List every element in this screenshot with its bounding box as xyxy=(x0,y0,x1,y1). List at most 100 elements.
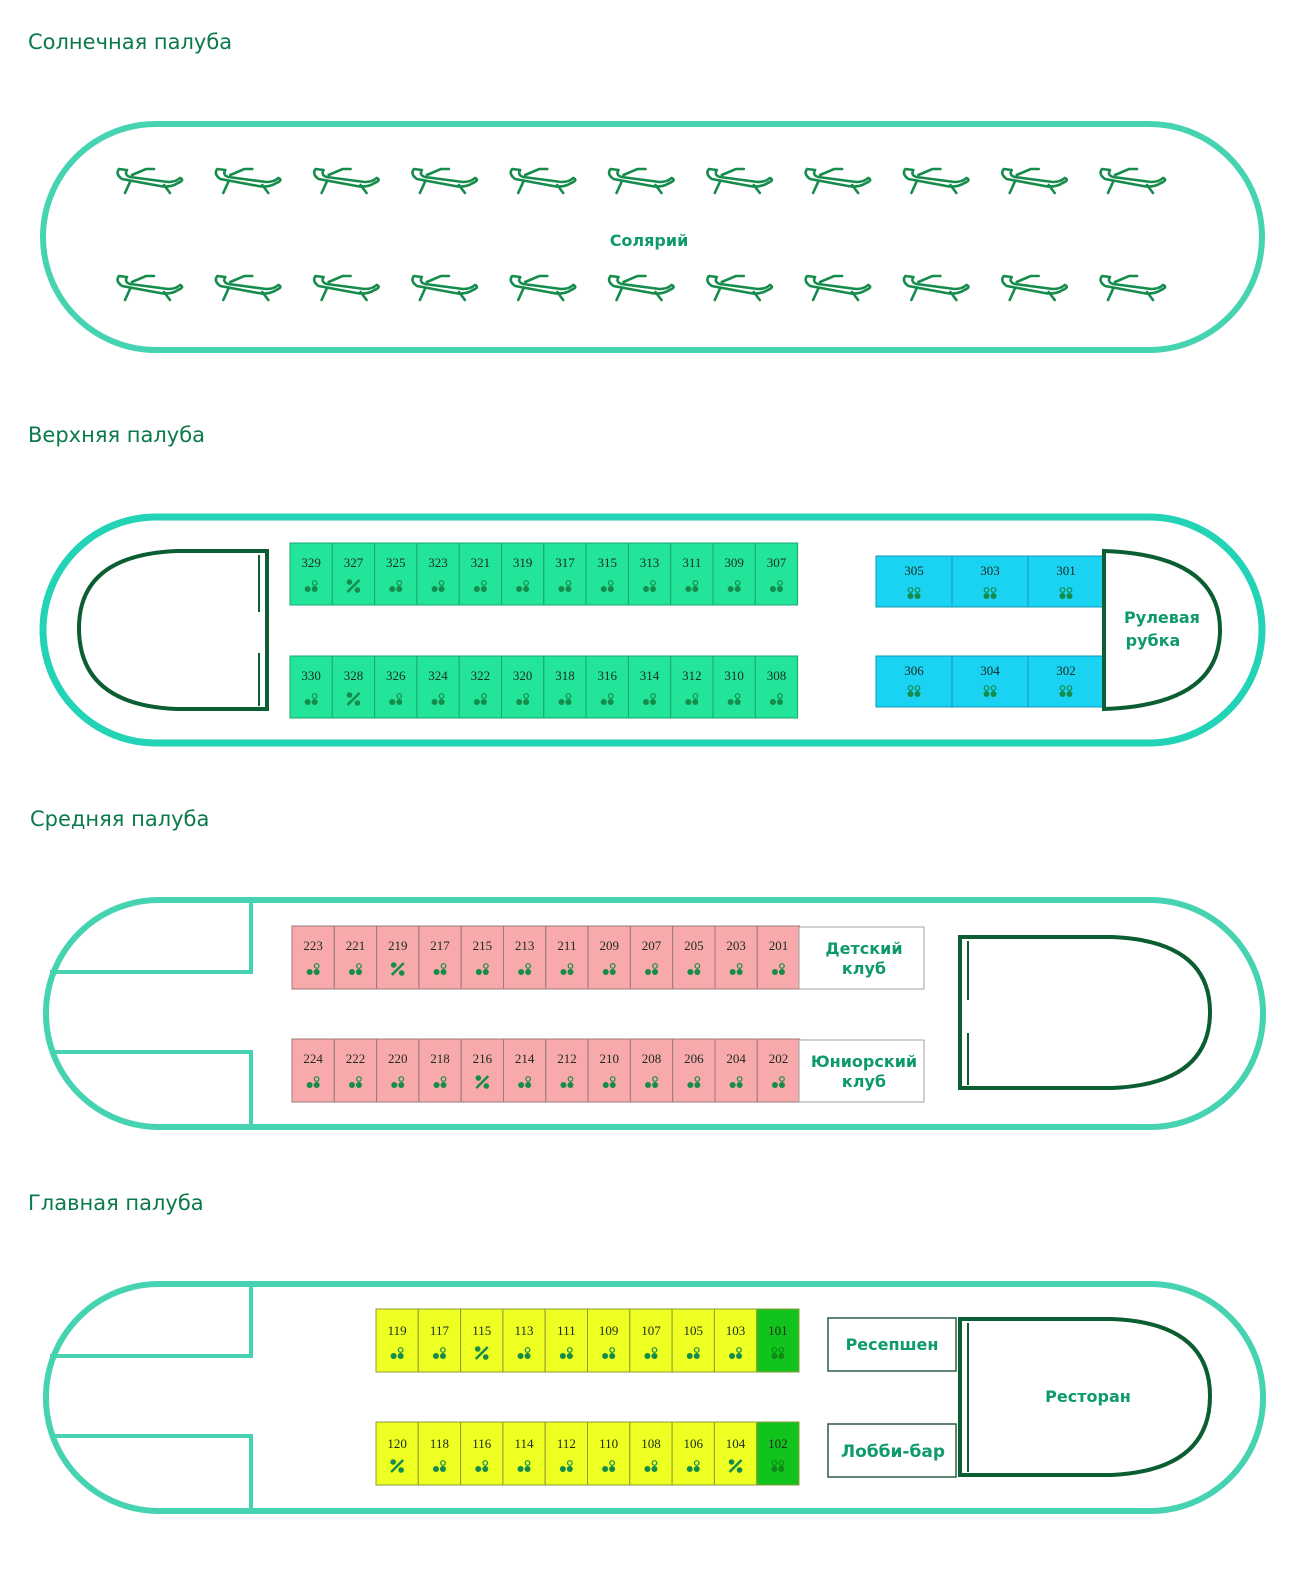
kids-club-room[interactable] xyxy=(798,926,925,990)
cabin-216[interactable]: 216 xyxy=(460,1038,505,1103)
cabin-201[interactable]: 201 xyxy=(756,925,801,990)
cabin-cell[interactable] xyxy=(627,542,672,606)
restaurant-room[interactable] xyxy=(958,1317,1213,1477)
cabin-cell[interactable] xyxy=(712,542,756,606)
cabin-cell[interactable] xyxy=(756,1421,800,1486)
cabin-cell[interactable] xyxy=(502,1421,546,1486)
cabin-cell[interactable] xyxy=(333,1038,378,1103)
cabin-118[interactable]: 118 xyxy=(417,1421,462,1486)
cabin-209[interactable]: 209 xyxy=(587,925,631,990)
cabin-cell[interactable] xyxy=(629,1308,673,1373)
cabin-cell[interactable] xyxy=(543,655,587,719)
cabin-cell[interactable] xyxy=(754,542,799,606)
cabin-cell[interactable] xyxy=(627,655,672,719)
cabin-cell[interactable] xyxy=(460,1421,504,1486)
cabin-cell[interactable] xyxy=(587,1308,631,1373)
cabin-105[interactable]: 105 xyxy=(671,1308,715,1373)
cabin-cell[interactable] xyxy=(374,655,418,719)
cabin-117[interactable]: 117 xyxy=(417,1308,462,1373)
cabin-120[interactable]: 120 xyxy=(375,1421,419,1486)
cabin-cell[interactable] xyxy=(544,1308,589,1373)
cabin-207[interactable]: 207 xyxy=(629,925,674,990)
cabin-cell[interactable] xyxy=(375,1308,419,1373)
cabin-323[interactable]: 323 xyxy=(416,542,460,606)
cabin-cell[interactable] xyxy=(875,655,953,708)
cabin-cell[interactable] xyxy=(545,925,589,990)
cabin-cell[interactable] xyxy=(417,1421,462,1486)
cabin-315[interactable]: 315 xyxy=(585,542,629,606)
cabin-cell[interactable] xyxy=(671,1308,715,1373)
reception-room[interactable] xyxy=(827,1317,957,1372)
cabin-114[interactable]: 114 xyxy=(502,1421,546,1486)
cabin-309[interactable]: 309 xyxy=(712,542,756,606)
cabin-220[interactable]: 220 xyxy=(376,1038,420,1103)
cabin-113[interactable]: 113 xyxy=(502,1308,546,1373)
cabin-319[interactable]: 319 xyxy=(501,542,545,606)
cabin-cell[interactable] xyxy=(416,542,460,606)
cabin-330[interactable]: 330 xyxy=(289,655,333,719)
cabin-cell[interactable] xyxy=(712,655,756,719)
cabin-cell[interactable] xyxy=(291,925,335,990)
cabin-204[interactable]: 204 xyxy=(714,1038,758,1103)
cabin-212[interactable]: 212 xyxy=(545,1038,589,1103)
cabin-cell[interactable] xyxy=(587,1038,631,1103)
cabin-304[interactable]: 304 xyxy=(951,655,1029,708)
cabin-cell[interactable] xyxy=(1027,555,1105,608)
cabin-cell[interactable] xyxy=(670,655,714,719)
cabin-328[interactable]: 328 xyxy=(331,655,376,719)
cabin-cell[interactable] xyxy=(291,1038,335,1103)
cabin-cell[interactable] xyxy=(1027,655,1105,708)
cabin-cell[interactable] xyxy=(713,1421,758,1486)
cabin-cell[interactable] xyxy=(545,1038,589,1103)
cabin-214[interactable]: 214 xyxy=(503,1038,547,1103)
cabin-112[interactable]: 112 xyxy=(544,1421,589,1486)
cabin-cell[interactable] xyxy=(376,1038,420,1103)
cabin-223[interactable]: 223 xyxy=(291,925,335,990)
cabin-107[interactable]: 107 xyxy=(629,1308,673,1373)
cabin-cell[interactable] xyxy=(375,1421,419,1486)
cabin-cell[interactable] xyxy=(376,925,420,990)
cabin-224[interactable]: 224 xyxy=(291,1038,335,1103)
cabin-cell[interactable] xyxy=(756,1308,800,1373)
cabin-cell[interactable] xyxy=(501,542,545,606)
cabin-cell[interactable] xyxy=(714,1038,758,1103)
cabin-202[interactable]: 202 xyxy=(756,1038,801,1103)
cabin-222[interactable]: 222 xyxy=(333,1038,378,1103)
cabin-314[interactable]: 314 xyxy=(627,655,672,719)
cabin-cell[interactable] xyxy=(331,542,376,606)
cabin-104[interactable]: 104 xyxy=(713,1421,758,1486)
cabin-cell[interactable] xyxy=(416,655,460,719)
cabin-302[interactable]: 302 xyxy=(1027,655,1105,708)
cabin-cell[interactable] xyxy=(587,1421,631,1486)
cabin-106[interactable]: 106 xyxy=(671,1421,715,1486)
cabin-cell[interactable] xyxy=(460,925,505,990)
cabin-316[interactable]: 316 xyxy=(585,655,629,719)
cabin-307[interactable]: 307 xyxy=(754,542,799,606)
cabin-306[interactable]: 306 xyxy=(875,655,953,708)
cabin-cell[interactable] xyxy=(585,655,629,719)
cabin-cell[interactable] xyxy=(333,925,378,990)
cabin-110[interactable]: 110 xyxy=(587,1421,631,1486)
cabin-cell[interactable] xyxy=(587,925,631,990)
cabin-322[interactable]: 322 xyxy=(458,655,503,719)
cabin-111[interactable]: 111 xyxy=(544,1308,589,1373)
cabin-116[interactable]: 116 xyxy=(460,1421,504,1486)
cabin-cell[interactable] xyxy=(714,925,758,990)
cabin-320[interactable]: 320 xyxy=(501,655,545,719)
cabin-210[interactable]: 210 xyxy=(587,1038,631,1103)
cabin-cell[interactable] xyxy=(503,1038,547,1103)
cabin-108[interactable]: 108 xyxy=(629,1421,673,1486)
cabin-cell[interactable] xyxy=(756,925,801,990)
cabin-317[interactable]: 317 xyxy=(543,542,587,606)
cabin-208[interactable]: 208 xyxy=(629,1038,674,1103)
cabin-327[interactable]: 327 xyxy=(331,542,376,606)
cabin-cell[interactable] xyxy=(672,1038,716,1103)
cabin-cell[interactable] xyxy=(671,1421,715,1486)
cabin-326[interactable]: 326 xyxy=(374,655,418,719)
cabin-215[interactable]: 215 xyxy=(460,925,505,990)
cabin-318[interactable]: 318 xyxy=(543,655,587,719)
cabin-cell[interactable] xyxy=(331,655,376,719)
cabin-203[interactable]: 203 xyxy=(714,925,758,990)
cabin-301[interactable]: 301 xyxy=(1027,555,1105,608)
cabin-cell[interactable] xyxy=(629,1421,673,1486)
